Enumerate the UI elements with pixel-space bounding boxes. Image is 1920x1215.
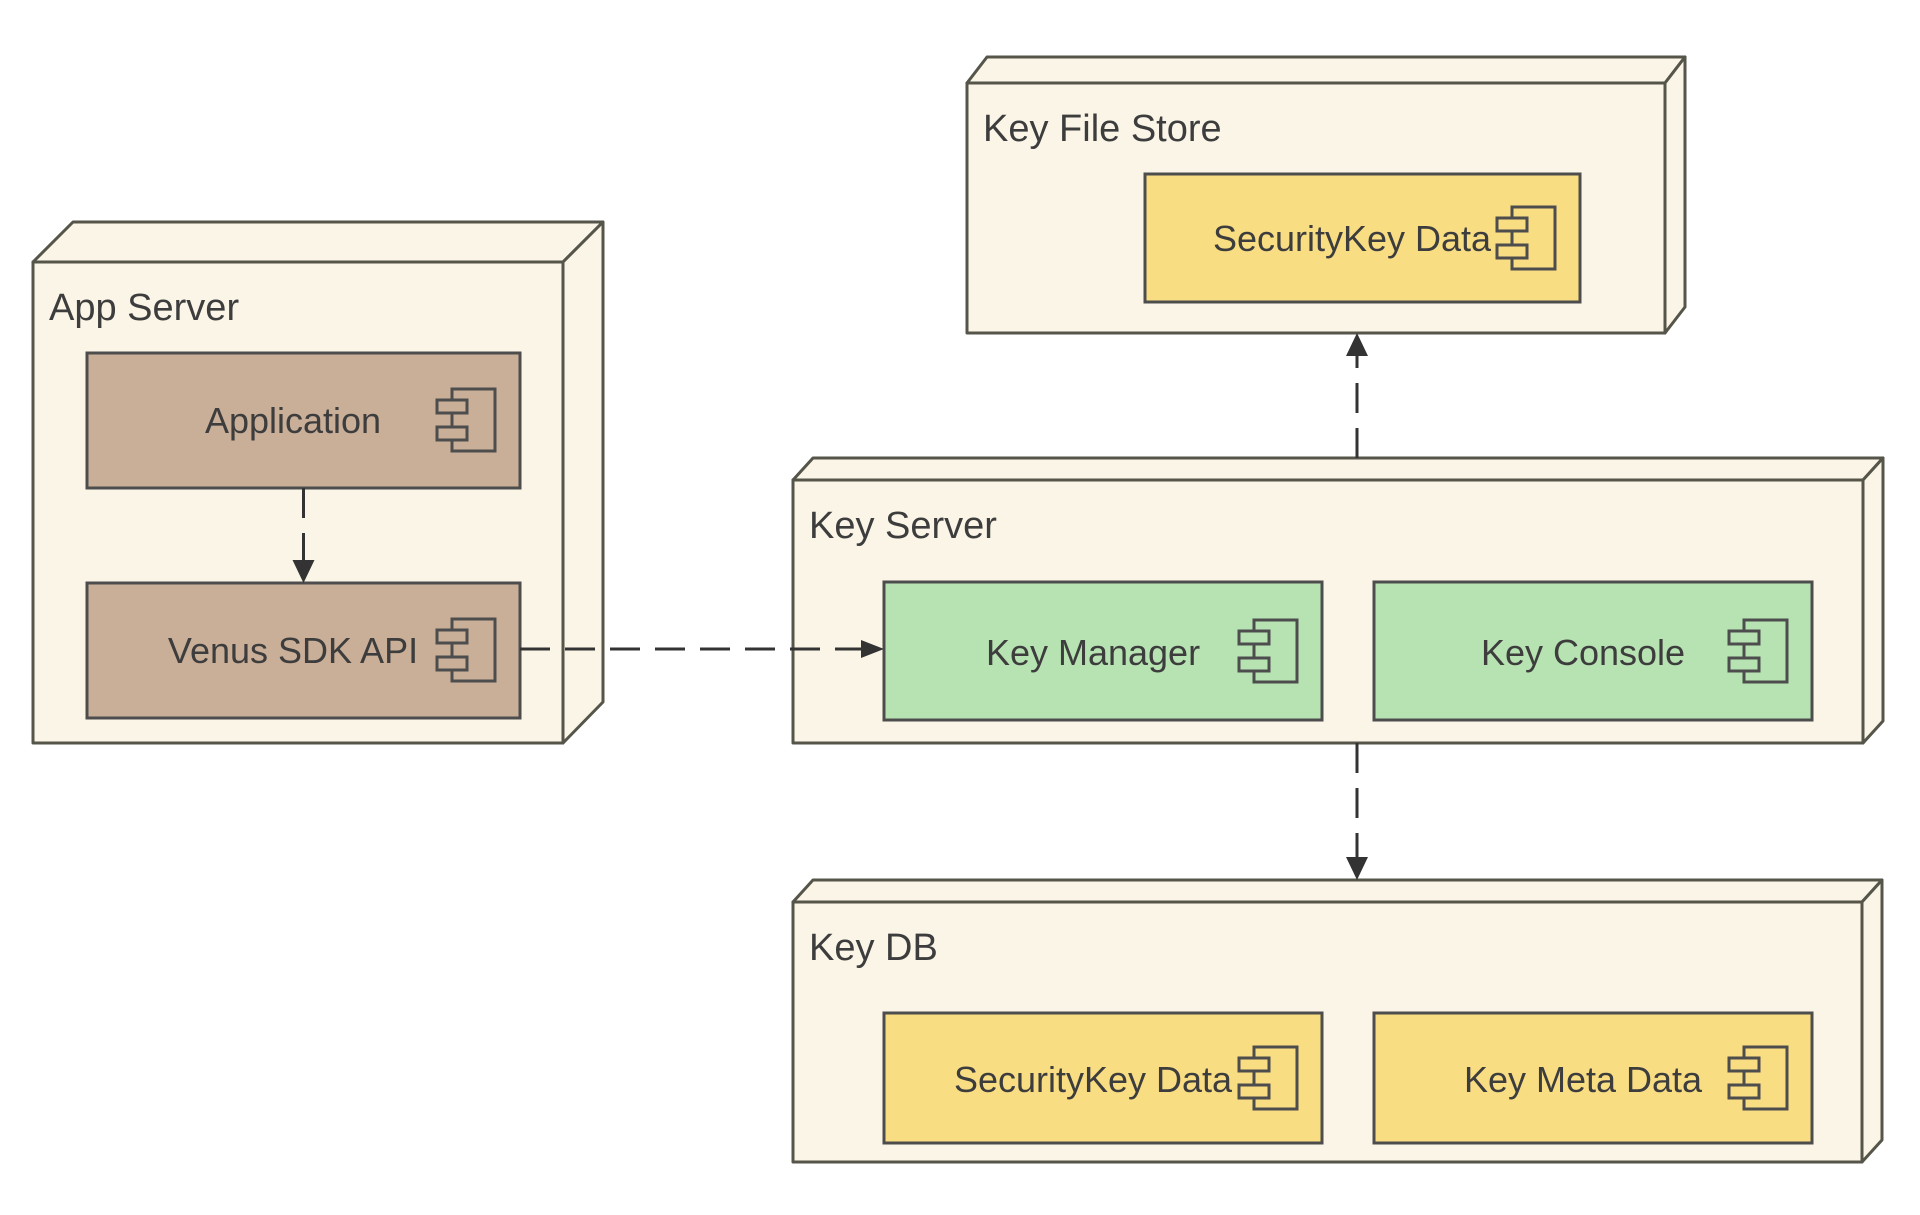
component-label: Key Manager bbox=[986, 632, 1200, 673]
node-label: Key File Store bbox=[983, 108, 1222, 150]
component-venus-sdk-api: Venus SDK API bbox=[85, 581, 522, 720]
component-box bbox=[1143, 172, 1582, 304]
component-box bbox=[882, 580, 1324, 722]
arrow-venus-sdk-api-to-key-manager bbox=[520, 640, 884, 658]
component-securitykey-data-db: SecurityKey Data bbox=[882, 1011, 1324, 1145]
node-label: Key Server bbox=[809, 505, 997, 547]
arrow-head bbox=[292, 560, 315, 583]
node-label: Key DB bbox=[809, 927, 938, 969]
arrow-key-server-to-key-db bbox=[1346, 743, 1368, 880]
node-key-server: Key Server Key Manager Key Console bbox=[791, 456, 1885, 745]
component-label: SecurityKey Data bbox=[1213, 218, 1492, 259]
node-label: App Server bbox=[49, 287, 239, 329]
node-right-face bbox=[1663, 55, 1687, 335]
node-top-face bbox=[791, 878, 1884, 904]
component-label: Venus SDK API bbox=[168, 630, 418, 671]
component-key-manager: Key Manager bbox=[882, 580, 1324, 722]
node-top-face bbox=[965, 55, 1687, 85]
node-right-face bbox=[561, 220, 605, 745]
component-box bbox=[85, 351, 522, 490]
component-application: Application bbox=[85, 351, 522, 490]
node-top-face bbox=[31, 220, 605, 264]
component-label: Key Meta Data bbox=[1464, 1059, 1703, 1100]
arrow-application-to-venus-sdk-api bbox=[292, 488, 315, 583]
arrow-head bbox=[861, 640, 884, 658]
arrow-head bbox=[1346, 857, 1368, 880]
component-label: Key Console bbox=[1481, 632, 1685, 673]
arrow-head bbox=[1346, 333, 1368, 356]
component-securitykey-data-file: SecurityKey Data bbox=[1143, 172, 1582, 304]
node-right-face bbox=[1861, 456, 1885, 745]
component-box bbox=[882, 1011, 1324, 1145]
component-key-meta-data: Key Meta Data bbox=[1372, 1011, 1814, 1145]
node-key-db: Key DB SecurityKey Data Key Meta Data bbox=[791, 878, 1884, 1164]
component-box bbox=[1372, 1011, 1814, 1145]
node-top-face bbox=[791, 456, 1885, 482]
node-key-file-store: Key File Store SecurityKey Data bbox=[965, 55, 1687, 335]
node-right-face bbox=[1860, 878, 1884, 1164]
arrow-key-server-to-key-file-store bbox=[1346, 333, 1368, 458]
component-label: Application bbox=[205, 400, 381, 441]
node-app-server: App Server Application Venus SDK API bbox=[31, 220, 605, 745]
component-label: SecurityKey Data bbox=[954, 1059, 1233, 1100]
component-box bbox=[1372, 580, 1814, 722]
component-key-console: Key Console bbox=[1372, 580, 1814, 722]
